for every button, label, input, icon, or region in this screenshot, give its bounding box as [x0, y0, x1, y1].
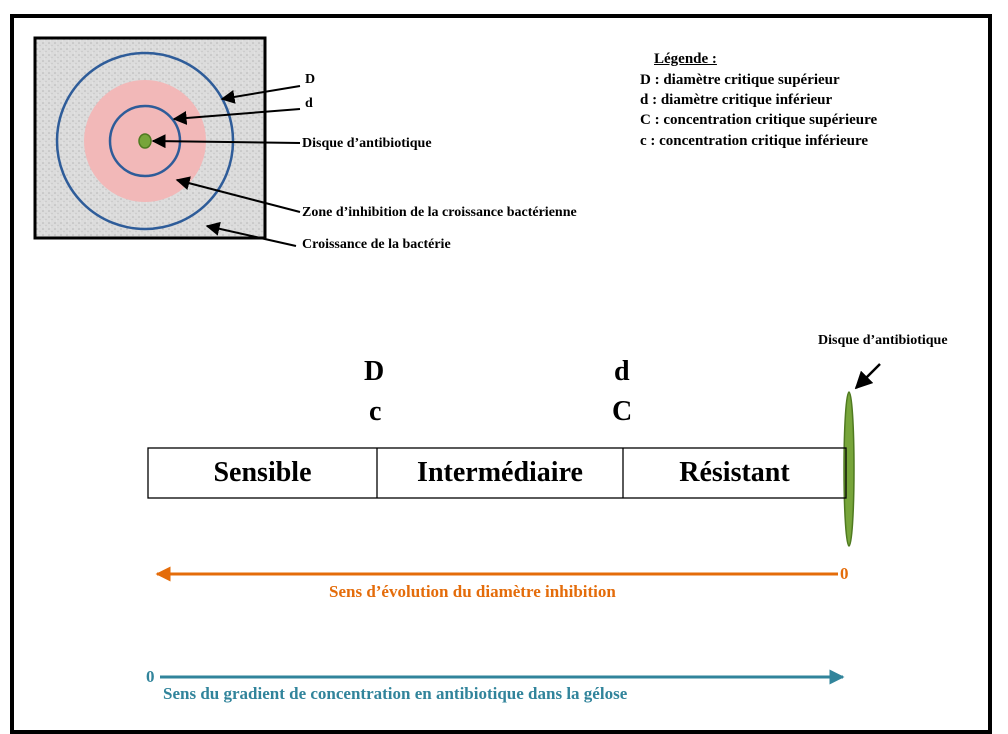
marker-c: c [369, 396, 382, 427]
concentration-zero: 0 [146, 667, 155, 686]
callout-label-d: d [305, 96, 313, 111]
category-intermediaire: Intermédiaire [417, 457, 583, 488]
callout-label-inhibition-zone: Zone d’inhibition de la croissance bacté… [302, 205, 577, 220]
category-sensible: Sensible [213, 457, 312, 488]
callout-label-disc: Disque d’antibiotique [302, 136, 432, 151]
concentration-caption: Sens du gradient de concentration en ant… [163, 684, 628, 703]
legend-line-C: C : concentration critique supérieure [640, 112, 878, 128]
legend-line-c: c : concentration critique inférieure [640, 133, 868, 149]
callout-arrow-zone [175, 176, 301, 213]
callout-label-growth: Croissance de la bactérie [302, 237, 451, 252]
category-resistant: Résistant [679, 457, 790, 488]
legend-title: Légende : [654, 51, 717, 67]
antibiotic-disc-large [843, 391, 855, 547]
callout-arrow-D [220, 85, 301, 104]
scale-disc-label: Disque d’antibiotique [818, 333, 948, 348]
outer-ring-D [55, 51, 235, 231]
callout-arrow-d [172, 108, 301, 125]
legend-line-D: D : diamètre critique supérieur [640, 72, 840, 88]
callout-arrow-growth [205, 221, 297, 247]
callout-arrow-scale-disc [854, 363, 881, 390]
marker-d: d [614, 356, 630, 387]
legend-line-d: d : diamètre critique inférieur [640, 92, 833, 108]
callout-arrow-disc [151, 134, 301, 149]
diameter-zero: 0 [840, 564, 849, 583]
antibiotic-disc-small [138, 133, 152, 149]
marker-C: C [612, 396, 633, 427]
diagram-canvas [33, 36, 881, 685]
category-box [147, 447, 847, 499]
diameter-caption: Sens d’évolution du diamètre inhibition [329, 582, 616, 601]
callout-label-D: D [305, 72, 316, 87]
marker-D: D [364, 356, 385, 387]
